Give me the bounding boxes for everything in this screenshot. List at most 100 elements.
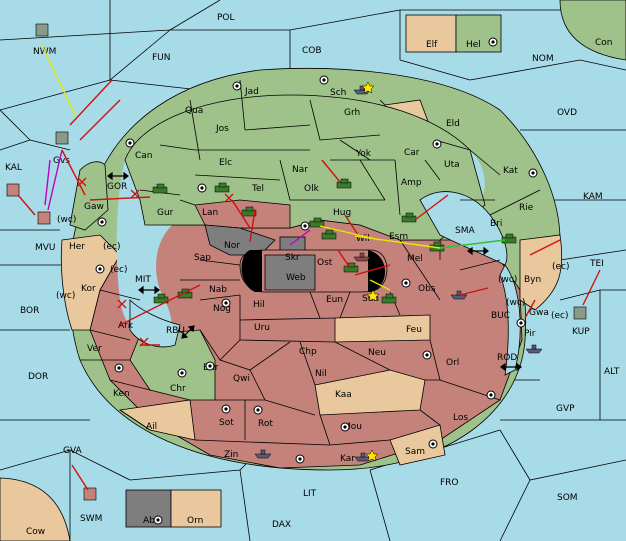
label-gaw: Gaw: [84, 202, 104, 212]
label-ken: Ken: [113, 389, 130, 399]
label-gor: GOR: [107, 182, 127, 192]
label-eun: Eun: [326, 295, 343, 305]
supply-center-icon: [125, 138, 135, 148]
label-grh: Grh: [344, 108, 360, 118]
label-gvp: GVP: [556, 404, 575, 414]
label-bri: Bri: [490, 219, 502, 229]
label-lan: Lan: [202, 208, 218, 218]
supply-center-icon: [428, 439, 438, 449]
fleet-unit-icon: [83, 487, 97, 501]
supply-center-icon: [232, 81, 242, 91]
region-elf[interactable]: [405, 14, 457, 53]
label-nom: NOM: [532, 54, 554, 64]
label-buc: BUC: [491, 311, 510, 321]
sea-buc[interactable]: [499, 264, 521, 376]
label-mvu: MVU: [35, 243, 56, 253]
label-gva: GVA: [63, 446, 83, 456]
label-gvs: Gvs: [53, 156, 70, 166]
label-nog: Nog: [213, 304, 231, 314]
label-som: SOM: [557, 493, 578, 503]
supply-center-icon: [516, 318, 526, 328]
label-uru: Uru: [254, 323, 270, 333]
label-rie: Rie: [519, 203, 534, 213]
army-unit-icon: [309, 217, 325, 228]
supply-center-icon: [340, 422, 350, 432]
label-chr: Chr: [170, 384, 186, 394]
region-byn[interactable]: [519, 234, 563, 311]
label-web: Web: [286, 273, 306, 283]
label-kam: KAM: [583, 192, 603, 202]
label-kal: KAL: [5, 163, 22, 173]
label-coast-ec-4: (ec): [551, 311, 569, 321]
label-car: Car: [404, 148, 420, 158]
supply-center-icon: [153, 515, 163, 525]
label-coast-ec-2: (ec): [110, 265, 128, 275]
label-gur: Gur: [157, 208, 174, 218]
fleet-unit-icon: [37, 211, 51, 225]
region-her[interactable]: [60, 234, 121, 331]
label-sap: Sap: [194, 253, 211, 263]
label-swm: SWM: [80, 514, 102, 524]
label-skr: Skr: [285, 253, 300, 263]
label-mou: Mou: [343, 422, 362, 432]
label-orl: Orl: [446, 358, 459, 368]
label-pir: Pir: [524, 329, 536, 339]
label-nar: Nar: [292, 165, 308, 175]
label-tel: Tel: [251, 184, 264, 194]
label-fun: FUN: [152, 53, 171, 63]
label-hil: Hil: [253, 300, 265, 310]
label-dax: DAX: [272, 520, 291, 530]
label-lit: LIT: [303, 489, 317, 499]
label-coast-wc-3: (wc): [498, 275, 517, 285]
label-hug: Hug: [333, 208, 351, 218]
label-her: Her: [69, 242, 85, 252]
label-tei: TEI: [589, 259, 604, 269]
label-rot: Rot: [258, 419, 273, 429]
label-rod: ROD: [497, 353, 517, 363]
supply-center-icon: [432, 139, 442, 149]
tunnel-west: [241, 250, 262, 292]
label-sam: Sam: [405, 447, 425, 457]
fleet-unit-icon: [6, 183, 20, 197]
label-gwa: Gwa: [529, 308, 549, 318]
supply-center-icon: [300, 221, 310, 231]
label-qua: Qua: [185, 106, 203, 116]
label-alt: ALT: [604, 367, 620, 377]
label-los: Los: [453, 413, 468, 423]
label-esm: Esm: [389, 232, 408, 242]
label-neu: Neu: [368, 348, 386, 358]
region-chr[interactable]: [129, 329, 216, 401]
label-elc: Elc: [219, 158, 232, 168]
sea-sma[interactable]: [419, 191, 508, 266]
supply-center-icon: [401, 278, 411, 288]
supply-center-icon: [205, 361, 215, 371]
label-hel: Hel: [466, 40, 481, 50]
label-kat: Kat: [503, 166, 518, 176]
region-kaa[interactable]: [314, 369, 426, 416]
label-sch: Sch: [330, 88, 346, 98]
supply-center-icon: [197, 183, 207, 193]
double-arrow-icon: [107, 171, 522, 372]
region-sam[interactable]: [389, 424, 446, 466]
label-jad: Jad: [244, 87, 259, 97]
army-unit-icon: [321, 229, 337, 240]
label-zin: Zin: [224, 450, 238, 460]
capital-star-icon: [361, 81, 380, 462]
army-unit-icon: [152, 183, 168, 194]
fleet-unit-icon: [573, 306, 587, 320]
label-ark: Ark: [118, 321, 134, 331]
label-yok: Yok: [355, 149, 372, 159]
label-mit: MIT: [135, 275, 151, 285]
supply-center-icon: [97, 217, 107, 227]
label-qwi: Qwi: [233, 374, 250, 384]
army-unit-icon: [153, 293, 169, 304]
label-coast-wc-2: (wc): [56, 291, 75, 301]
sea-rbu[interactable]: [129, 299, 181, 348]
region-orn[interactable]: [170, 489, 222, 528]
region-aba[interactable]: [125, 489, 172, 528]
label-cow: Cow: [26, 527, 45, 537]
region-web[interactable]: [264, 254, 316, 291]
label-eld: Eld: [446, 119, 460, 129]
